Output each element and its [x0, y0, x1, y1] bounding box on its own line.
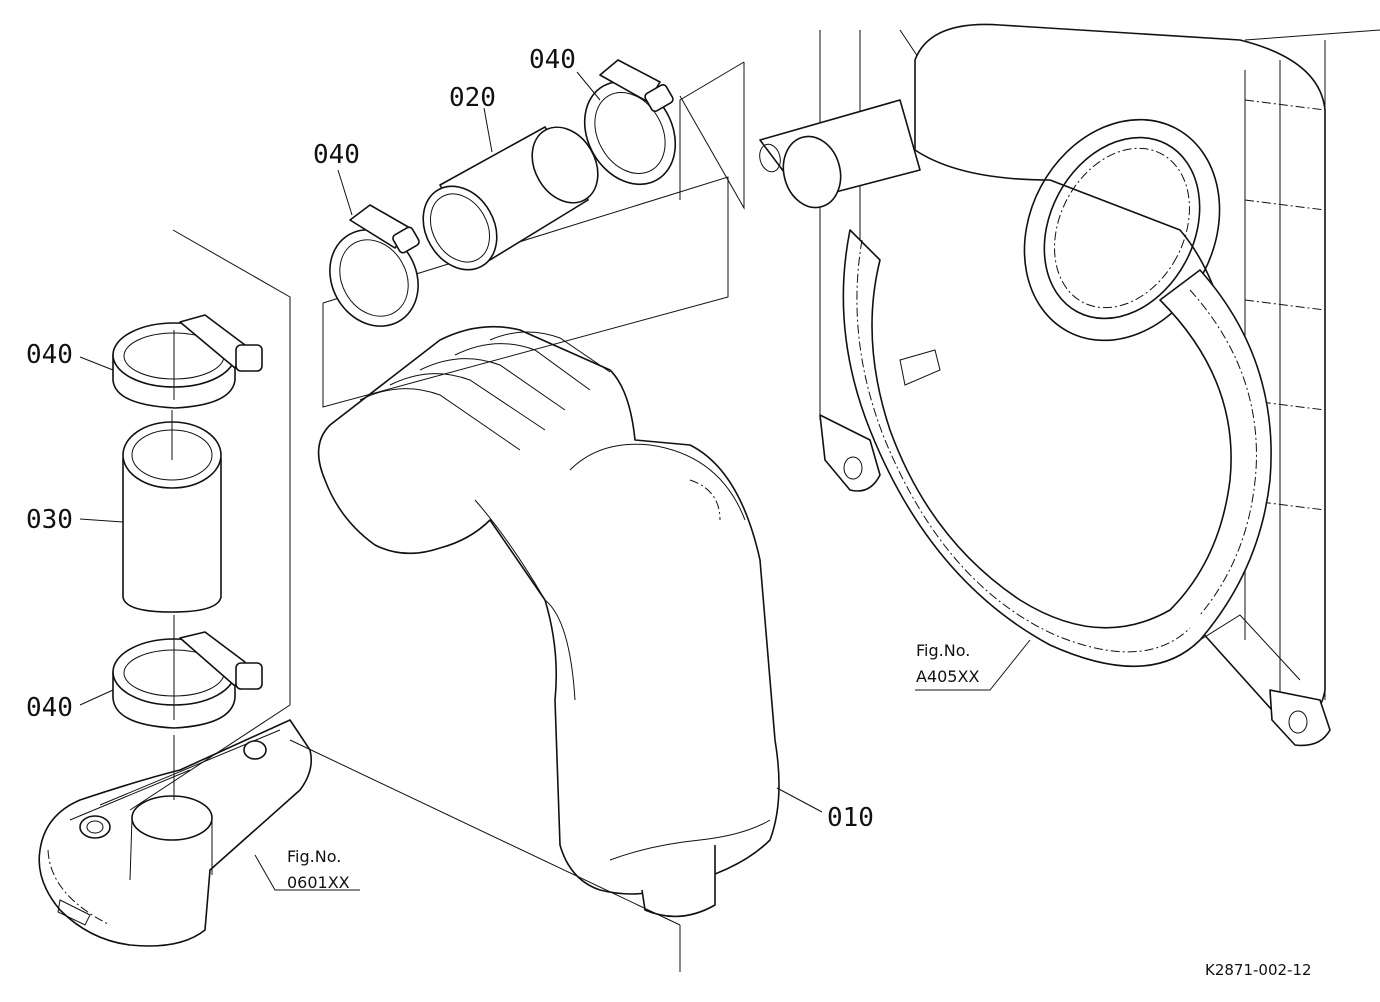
hose-020	[422, 126, 599, 271]
fig-ref-a405-code: A405XX	[916, 667, 979, 686]
label-030: 030	[26, 505, 73, 535]
label-040-left-bottom: 040	[26, 693, 73, 723]
drawing-code: K2871-002-12	[1205, 961, 1312, 979]
fig-ref-0601-prefix: Fig.No.	[287, 847, 341, 866]
clamp-040-upper-left	[329, 204, 420, 327]
fig-ref-a405[interactable]: Fig.No. A405XX	[916, 641, 979, 686]
air-cleaner-body	[317, 325, 780, 972]
fig-ref-0601-code: 0601XX	[287, 873, 350, 892]
clamp-040-upper-right	[583, 59, 677, 186]
label-040-upper-right: 040	[529, 45, 576, 75]
clamp-040-left-bottom	[112, 615, 263, 800]
label-040-left-top: 040	[26, 340, 73, 370]
fan-shroud-assembly	[759, 23, 1380, 747]
hose-030	[122, 410, 222, 613]
part-labels: 010 020 040 040 040 030 040	[26, 45, 874, 833]
clamp-040-left-top	[112, 314, 263, 409]
exploded-view-frames	[129, 61, 745, 926]
label-040-upper-left: 040	[313, 140, 360, 170]
intake-manifold-part	[38, 719, 313, 947]
label-020: 020	[449, 83, 496, 113]
label-010: 010	[827, 803, 874, 833]
fig-ref-0601[interactable]: Fig.No. 0601XX	[287, 847, 350, 892]
fig-ref-a405-prefix: Fig.No.	[916, 641, 970, 660]
leader-lines	[79, 71, 1031, 891]
